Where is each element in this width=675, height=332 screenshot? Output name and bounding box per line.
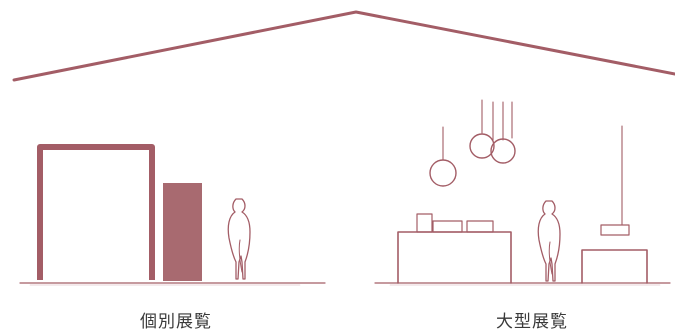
person-figure-left <box>227 198 251 280</box>
pendant-lamp-1 <box>429 159 457 187</box>
person-leg-right <box>548 241 553 275</box>
person-figure-right <box>537 200 561 282</box>
person-leg-left <box>238 239 243 273</box>
display-panel <box>163 183 202 281</box>
pendant-lamp-2 <box>469 133 495 159</box>
display-frame <box>37 144 155 280</box>
pendant-lamp-3 <box>490 138 516 164</box>
display-object-1 <box>416 213 433 233</box>
caption-individual-exhibition: 個別展覧 <box>140 312 212 332</box>
display-object-2 <box>432 220 463 233</box>
display-object-3 <box>466 220 494 233</box>
roof-line <box>12 10 675 82</box>
hanging-sign <box>600 224 630 236</box>
low-table <box>581 249 648 284</box>
caption-large-exhibition: 大型展覧 <box>496 312 568 332</box>
display-table <box>397 231 512 284</box>
